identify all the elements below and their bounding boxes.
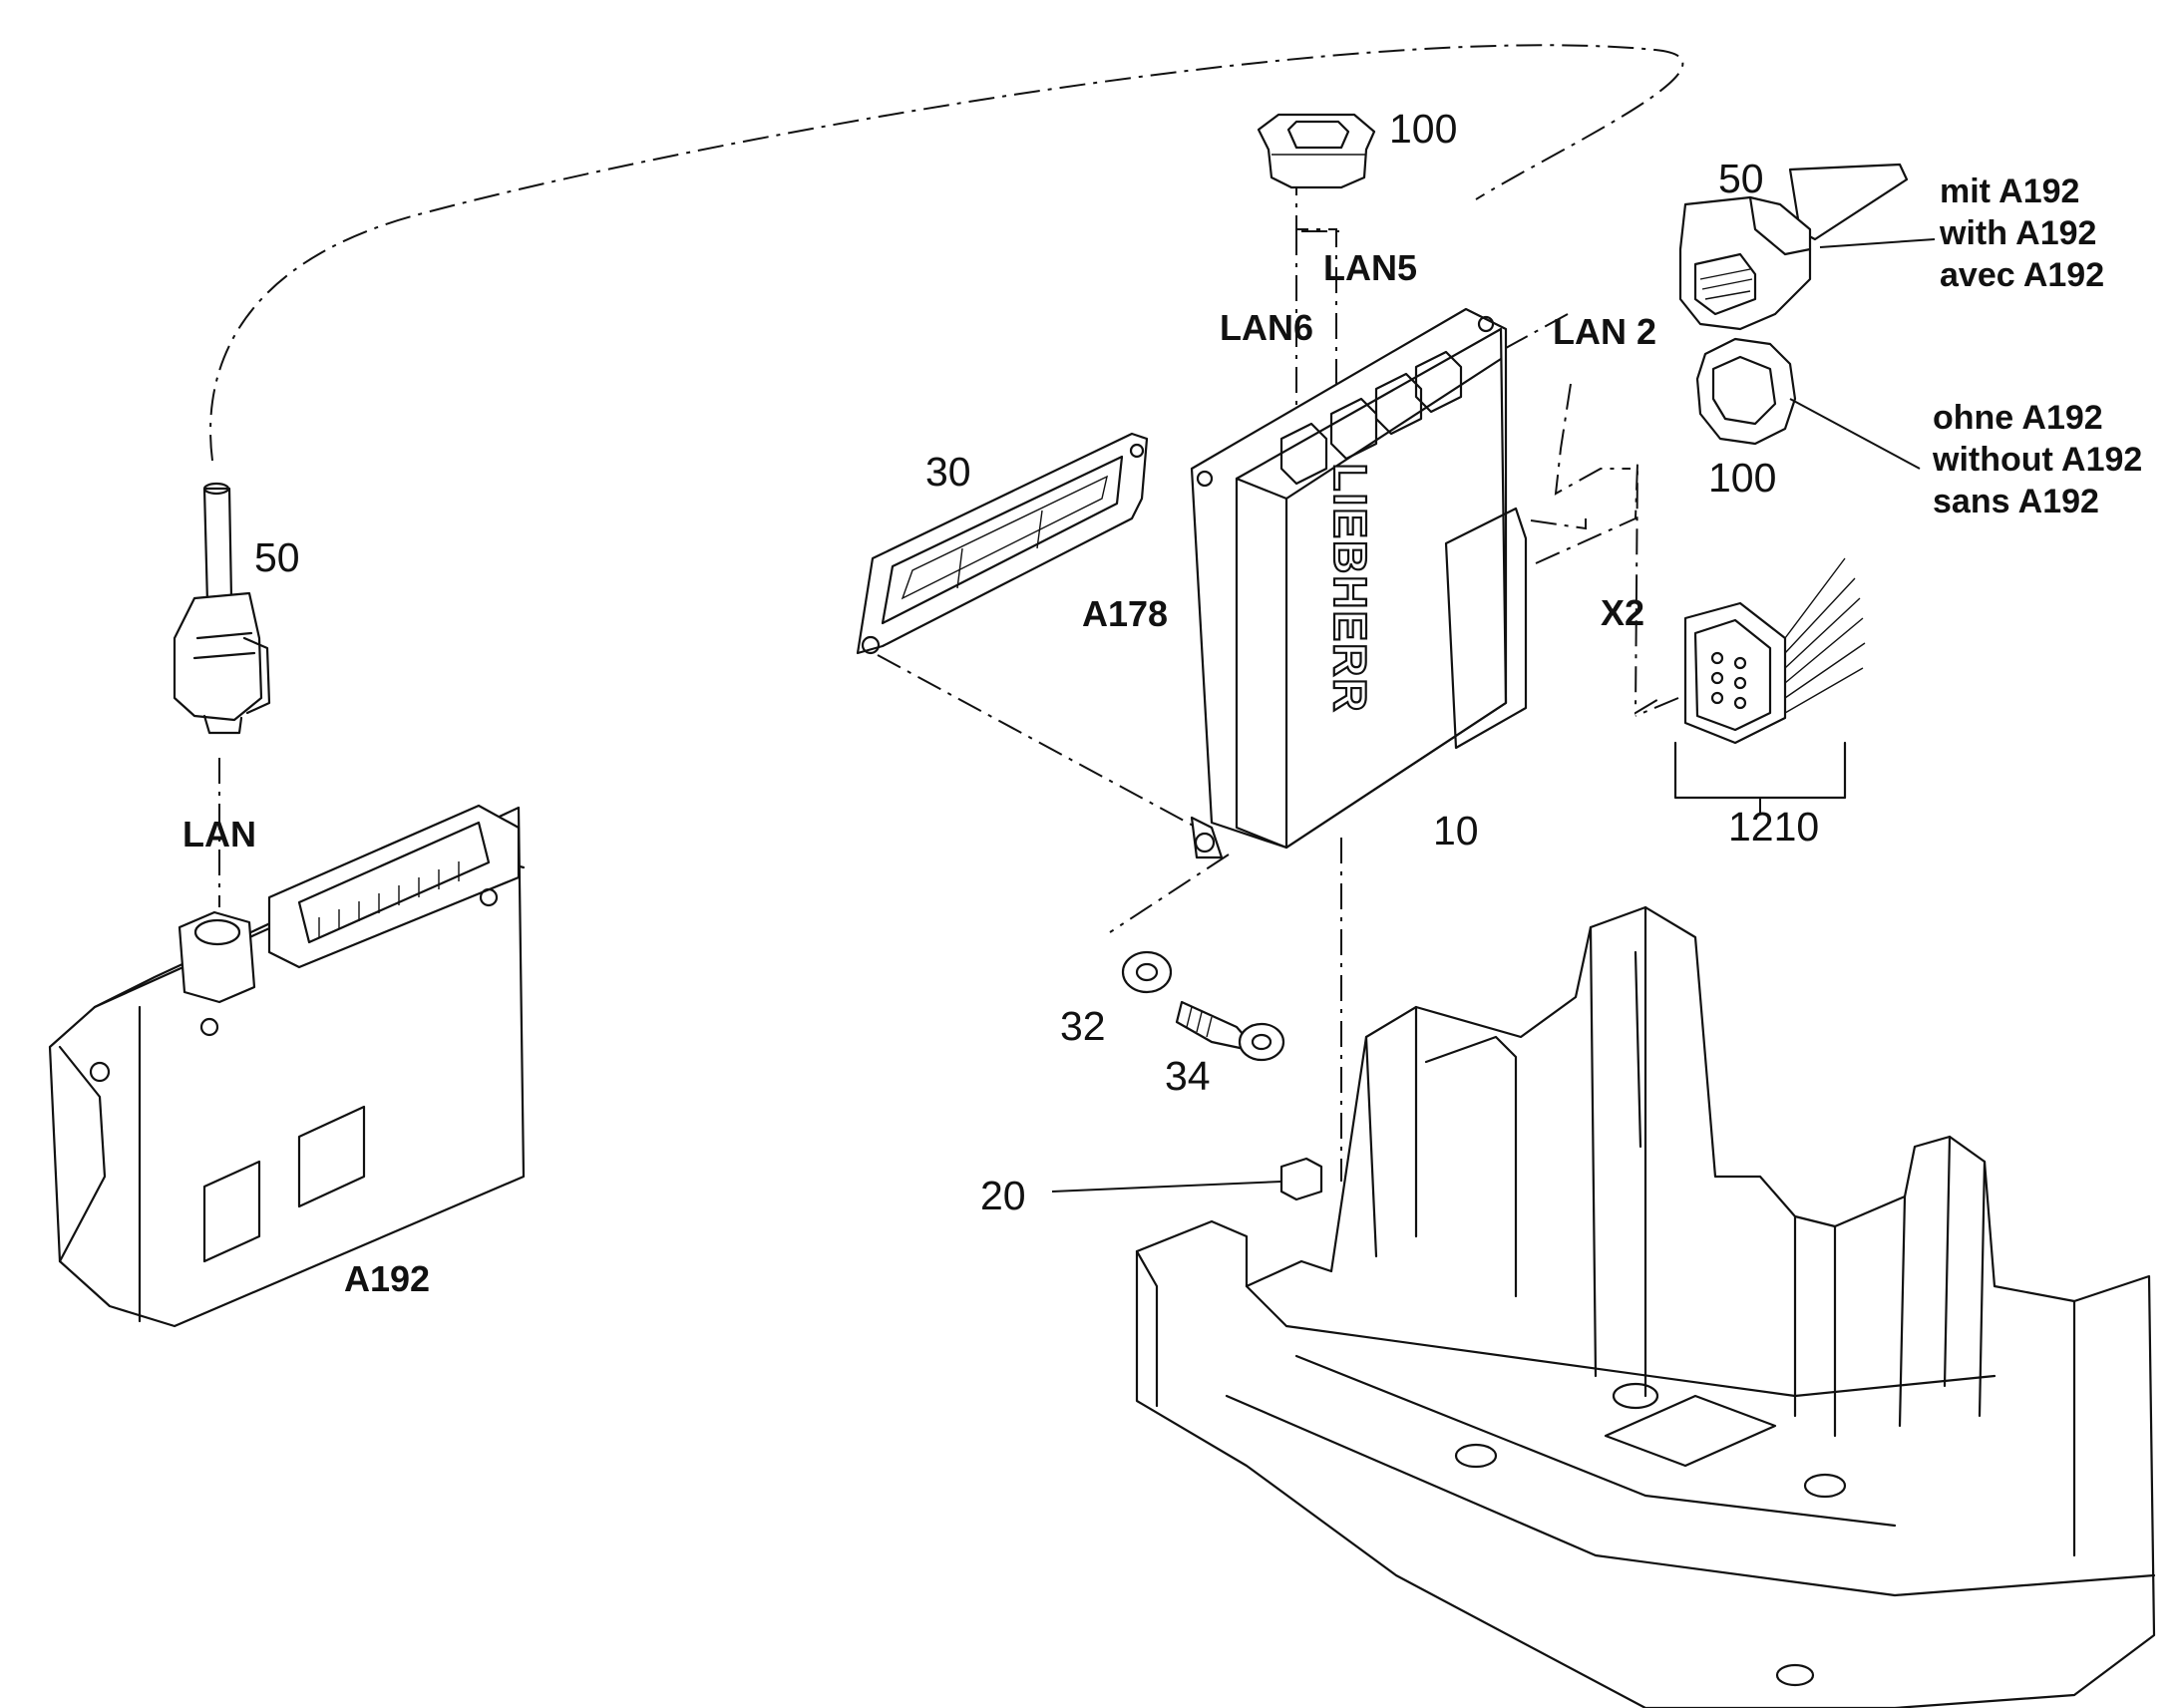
part-50-connector-right (1678, 163, 1909, 331)
part-number-100-mid: 100 (1708, 455, 1776, 501)
label-a192: A192 (344, 1258, 430, 1299)
part-number-34: 34 (1165, 1053, 1211, 1099)
module-a192 (48, 804, 526, 1328)
svg-text:without A192: without A192 (1932, 441, 2142, 479)
svg-text:sans A192: sans A192 (1933, 483, 2099, 520)
part-100-cap-top (1257, 113, 1376, 189)
label-lan5: LAN5 (1323, 247, 1417, 288)
part-32-washer (1121, 950, 1173, 994)
label-a178: A178 (1082, 593, 1168, 634)
part-number-50-right: 50 (1718, 156, 1764, 201)
a192-lan-socket (178, 910, 256, 1004)
part-20-housing (1135, 905, 2156, 1708)
part-number-100-top: 100 (1389, 106, 1457, 152)
label-lan6: LAN6 (1220, 307, 1313, 348)
part-34-screw (1175, 1000, 1285, 1062)
part-number-1210: 1210 (1728, 804, 1819, 850)
svg-text:mit A192: mit A192 (1940, 172, 2079, 210)
label-lan2: LAN 2 (1553, 311, 1656, 352)
part-100-cap-mid (1695, 337, 1797, 446)
part-1210-connector-kit (1673, 557, 1866, 813)
label-x2: X2 (1601, 592, 1644, 633)
brand-logo-text: LIEBHERR (1324, 463, 1376, 713)
label-lan: LAN (182, 814, 256, 854)
note-without-a192: ohne A192 without A192 sans A192 (1932, 399, 2142, 520)
part-10-control-unit (1190, 307, 1528, 859)
note-with-a192: mit A192 with A192 avec A192 (1939, 172, 2104, 294)
part-number-32: 32 (1060, 1003, 1106, 1049)
part-number-10: 10 (1433, 808, 1479, 854)
part-number-50-left: 50 (254, 534, 300, 580)
part-number-20: 20 (980, 1173, 1026, 1218)
svg-text:avec A192: avec A192 (1940, 256, 2104, 294)
part-50-connector-left (173, 482, 271, 735)
part-30-gasket (856, 432, 1149, 655)
leader-lines (1051, 238, 1936, 1193)
svg-text:with A192: with A192 (1939, 214, 2096, 252)
svg-text:ohne A192: ohne A192 (1933, 399, 2103, 437)
part-number-30: 30 (925, 449, 971, 495)
